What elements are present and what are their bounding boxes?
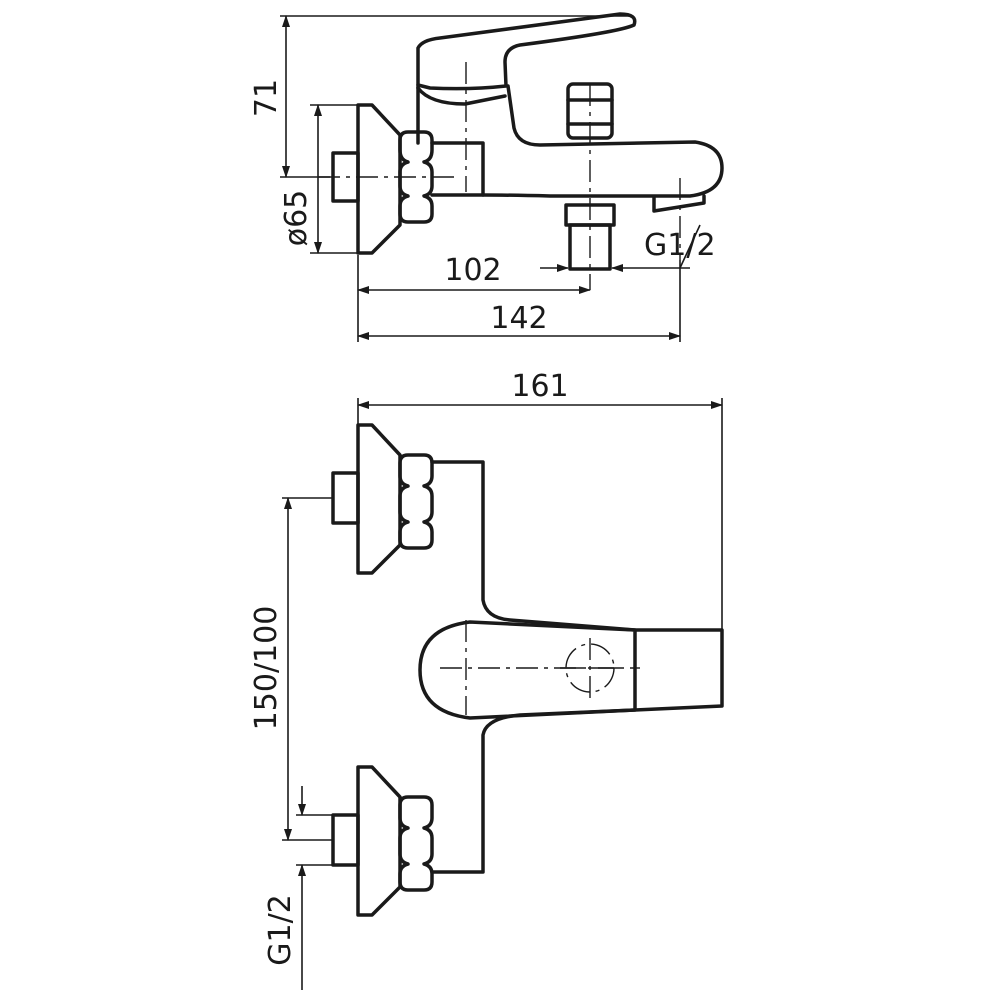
- top-flange-front: [356, 423, 402, 575]
- connector-side: [430, 141, 485, 197]
- top-inlet-stub-front: [331, 471, 360, 525]
- dim-102-label: 102: [444, 253, 501, 288]
- top-hex-nut-front: [398, 453, 434, 550]
- dim-g12-leader: [679, 224, 701, 269]
- bottom-inlet-stub-front: [331, 813, 360, 867]
- spout-tip-side: [652, 194, 706, 213]
- mixer-body-side: [416, 83, 724, 198]
- bottom-hex-nut-front: [398, 795, 434, 892]
- lever-handle-front: [418, 620, 637, 720]
- handle-base-side: [416, 86, 507, 106]
- mixer-body-front: [430, 460, 724, 874]
- dim-142-label: 142: [490, 301, 547, 336]
- front-view: 161 150/100 G1/2: [249, 369, 724, 990]
- dim-65-label: ø65: [279, 190, 314, 247]
- dim-150-100-label: 150/100: [249, 606, 284, 731]
- side-view: 71 ø65 G1/2 102 142: [249, 12, 724, 342]
- wall-flange-side: [356, 103, 402, 255]
- dim-g12-outlet-label: G1/2: [644, 228, 716, 263]
- lever-handle-side: [416, 12, 637, 91]
- dim-g12-inlet-label: G1/2: [263, 894, 298, 966]
- bottom-flange-front: [356, 765, 402, 917]
- dim-161-label: 161: [511, 369, 568, 404]
- outlet-pipe-side: [568, 223, 612, 271]
- dim-71-label: 71: [249, 79, 284, 117]
